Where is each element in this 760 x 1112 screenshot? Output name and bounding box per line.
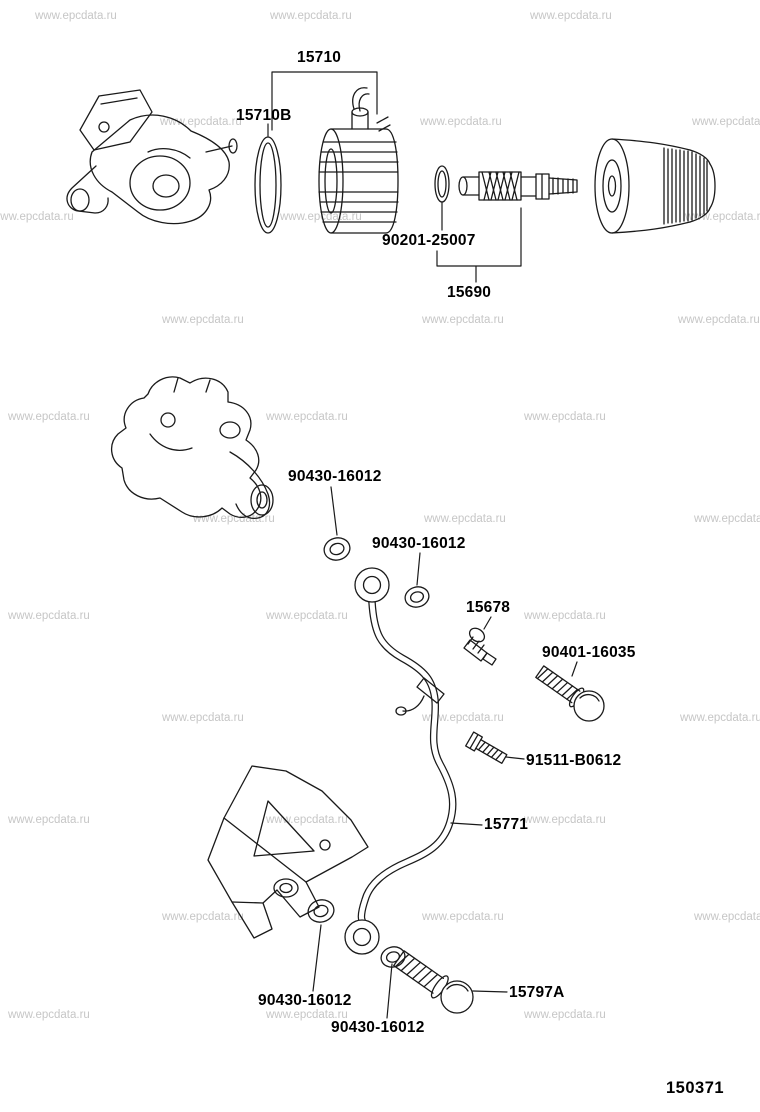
mount-bracket-drawing	[207, 765, 369, 939]
part-label-90401-16035[interactable]: 90401-16035	[542, 644, 636, 661]
pump-housing-drawing	[111, 376, 274, 520]
oil-filter-bracket-drawing	[66, 89, 238, 225]
part-label-15710B[interactable]: 15710B	[236, 107, 292, 124]
watermark: www.epcdata.ru	[280, 211, 362, 223]
sensor-drawing	[463, 627, 497, 666]
watermark: www.epcdata.ru	[530, 10, 612, 22]
relief-valve-drawing	[458, 171, 578, 201]
oring-90201-drawing	[434, 165, 450, 203]
watermark: www.epcdata.ru	[270, 10, 352, 22]
leader-lines	[267, 71, 578, 1019]
watermark: www.epcdata.ru	[692, 116, 760, 128]
watermark: www.epcdata.ru	[266, 1009, 348, 1021]
oil-pipe-drawing	[357, 598, 457, 924]
watermark: www.epcdata.ru	[680, 712, 760, 724]
pipe-banjo-eyes-drawing	[344, 567, 390, 955]
bolt-91511-drawing	[465, 731, 508, 764]
watermark: www.epcdata.ru	[422, 911, 504, 923]
watermark: www.epcdata.ru	[678, 314, 760, 326]
watermark: www.epcdata.ru	[8, 411, 90, 423]
watermark: www.epcdata.ru	[266, 610, 348, 622]
watermark: www.epcdata.ru	[160, 116, 242, 128]
watermark: www.epcdata.ru	[524, 610, 606, 622]
union-bolt-15797A-drawing	[393, 950, 474, 1014]
watermark: www.epcdata.ru	[8, 814, 90, 826]
part-label-90430-16012-c[interactable]: 90430-16012	[258, 992, 352, 1009]
watermark: www.epcdata.ru	[8, 610, 90, 622]
part-label-90430-16012-a[interactable]: 90430-16012	[288, 468, 382, 485]
watermark: www.epcdata.ru	[524, 411, 606, 423]
part-label-91511-B0612[interactable]: 91511-B0612	[526, 752, 622, 769]
oil-cooler-drawing	[318, 87, 399, 234]
watermark: www.epcdata.ru	[162, 911, 244, 923]
part-label-15797A[interactable]: 15797A	[509, 984, 565, 1001]
part-label-15678[interactable]: 15678	[466, 599, 511, 616]
watermark: www.epcdata.ru	[162, 314, 244, 326]
part-label-15771[interactable]: 15771	[484, 816, 529, 833]
part-label-15710[interactable]: 15710	[297, 49, 342, 66]
watermark: www.epcdata.ru	[0, 211, 74, 223]
watermark: www.epcdata.ru	[524, 814, 606, 826]
watermark: www.epcdata.ru	[420, 116, 502, 128]
watermark: www.epcdata.ru	[424, 513, 506, 525]
watermark: www.epcdata.ru	[266, 814, 348, 826]
oil-filter-drawing	[594, 138, 716, 234]
watermark: www.epcdata.ru	[35, 10, 117, 22]
watermark: www.epcdata.ru	[193, 513, 275, 525]
watermark: www.epcdata.ru	[422, 314, 504, 326]
watermark: www.epcdata.ru	[266, 411, 348, 423]
part-label-90430-16012-d[interactable]: 90430-16012	[331, 1019, 425, 1036]
watermark: www.epcdata.ru	[422, 712, 504, 724]
watermark: www.epcdata.ru	[524, 1009, 606, 1021]
watermark: www.epcdata.ru	[8, 1009, 90, 1021]
watermark: www.epcdata.ru	[162, 712, 244, 724]
watermark: www.epcdata.ru	[694, 513, 760, 525]
gasket-washers-drawing	[307, 537, 430, 968]
part-label-90201-25007[interactable]: 90201-25007	[382, 232, 476, 249]
part-label-90430-16012-b[interactable]: 90430-16012	[372, 535, 466, 552]
part-label-15690[interactable]: 15690	[447, 284, 492, 301]
oring-15710B-drawing	[254, 136, 282, 234]
diagram-number: 150371	[666, 1079, 725, 1097]
union-bolt-90401-drawing	[535, 665, 605, 722]
watermark: www.epcdata.ru	[694, 911, 760, 923]
